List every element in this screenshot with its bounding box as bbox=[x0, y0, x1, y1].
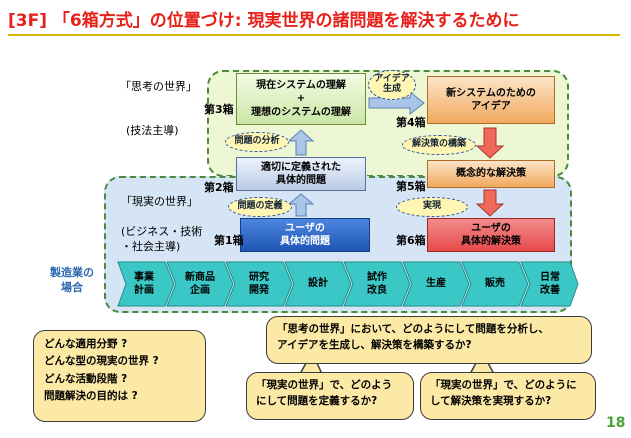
title-divider bbox=[8, 34, 620, 36]
box-1: ユーザの 具体的問題 bbox=[240, 218, 370, 252]
process-chevron-4 bbox=[284, 261, 352, 307]
process-chevron-1 bbox=[117, 261, 175, 307]
real-world-sub: (ビジネス・技術 ・社会主導) bbox=[121, 225, 203, 253]
box-5-step: 第5箱 bbox=[396, 180, 426, 193]
process-chevron-8 bbox=[520, 261, 579, 307]
process-stage-1: 事業 計画 bbox=[134, 271, 154, 297]
down-arrow-1-icon bbox=[475, 127, 505, 159]
callout-right: 「現実の世界」で、どのように して解決策を実現するか? bbox=[420, 372, 596, 420]
process-chevron-3 bbox=[225, 261, 293, 307]
right-arrow-icon bbox=[368, 90, 425, 116]
tag-realization: 実現 bbox=[396, 197, 468, 217]
tag-problem-definition: 問題の定義 bbox=[228, 197, 292, 217]
up-arrow-2-icon bbox=[287, 129, 315, 156]
process-stage-5: 試作 改良 bbox=[367, 271, 387, 297]
box-2: 適切に定義された 具体的問題 bbox=[236, 157, 366, 191]
process-chevron-5 bbox=[343, 261, 411, 307]
process-chevron-6 bbox=[402, 261, 470, 307]
box-3-step: 第3箱 bbox=[204, 103, 234, 116]
process-stage-8: 日常 改善 bbox=[540, 271, 560, 297]
thought-world-label: 「思考の世界」 bbox=[120, 80, 197, 93]
box-3: 現在システムの理解 + 理想のシステムの理解 bbox=[236, 73, 366, 125]
tag-idea-generation: アイデア 生成 bbox=[368, 70, 416, 100]
page-number: 18 bbox=[606, 415, 626, 431]
process-chevron-2 bbox=[166, 261, 234, 307]
process-stage-2: 新商品 企画 bbox=[185, 271, 215, 297]
box-6-step: 第6箱 bbox=[396, 234, 426, 247]
box-4: 新システムのための アイデア bbox=[427, 76, 555, 124]
down-arrow-2-icon bbox=[475, 189, 505, 217]
process-stage-3: 研究 開発 bbox=[249, 271, 269, 297]
thought-world-sub: (技法主導) bbox=[126, 124, 179, 137]
callout-top: 「思考の世界」において、どのようにして問題を分析し、 アイデアを生成し、解決策を… bbox=[266, 316, 592, 364]
box-4-step: 第4箱 bbox=[396, 116, 426, 129]
tag-solution-construction: 解決策の構築 bbox=[402, 135, 476, 155]
callout-left: どんな適用分野 ? どんな型の現実の世界 ? どんな活動段階 ? 問題解決の目的… bbox=[33, 330, 206, 422]
callout-mid: 「現実の世界」で、どのよう にして問題を定義するか? bbox=[246, 372, 414, 420]
process-stage-4: 設計 bbox=[308, 278, 328, 290]
up-arrow-1-icon bbox=[287, 193, 315, 217]
box-5: 概念的な解決策 bbox=[427, 160, 555, 188]
box-6: ユーザの 具体的解決策 bbox=[427, 218, 555, 252]
box-2-step: 第2箱 bbox=[204, 181, 234, 194]
real-world-label: 「現実の世界」 bbox=[121, 195, 198, 208]
process-stage-7: 販売 bbox=[485, 278, 505, 290]
tag-problem-analysis: 問題の分析 bbox=[225, 132, 289, 152]
process-stage-6: 生産 bbox=[426, 278, 446, 290]
process-label: 製造業の 場合 bbox=[50, 266, 94, 294]
page-title: [3F] 「6箱方式」の位置づけ: 現実世界の諸問題を解決するために bbox=[8, 11, 520, 31]
box-1-step: 第1箱 bbox=[214, 234, 244, 247]
process-chevron-7 bbox=[461, 261, 529, 307]
